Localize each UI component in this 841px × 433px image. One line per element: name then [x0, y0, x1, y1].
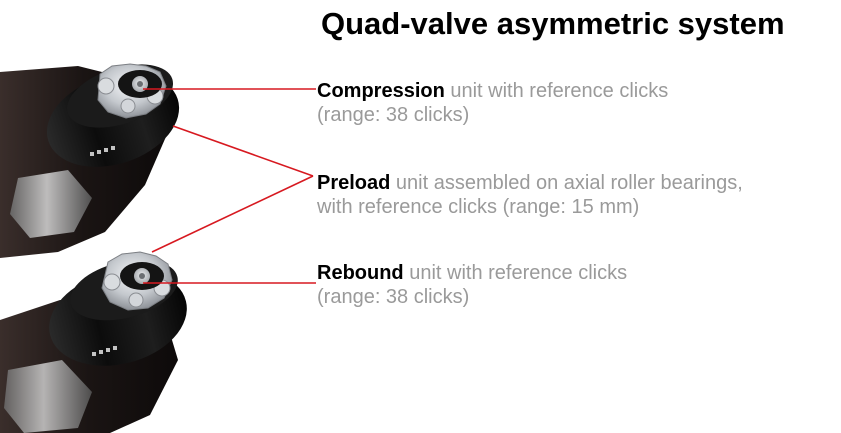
- leader-lines: [143, 88, 316, 284]
- preload-leader-line-upper: [172, 125, 314, 177]
- preload-callout-name: Preload: [317, 172, 391, 194]
- compression-callout-line2: (range: 38 clicks): [317, 104, 470, 126]
- preload-callout-line2: with reference clicks (range: 15 mm): [317, 196, 640, 218]
- upper-shock-unit: [0, 63, 180, 258]
- preload-callout-line1: unit assembled on axial roller bearings,: [390, 172, 743, 194]
- rebound-callout-line2: (range: 38 clicks): [317, 286, 470, 308]
- page-title: Quad-valve asymmetric system: [321, 6, 785, 41]
- preload-callout: Preload unit assembled on axial roller b…: [317, 171, 743, 219]
- preload-leader-line-lower: [151, 175, 314, 253]
- lower-shock-unit: [0, 251, 187, 433]
- rebound-callout-name: Rebound: [317, 262, 404, 284]
- compression-callout-name: Compression: [317, 80, 445, 102]
- compression-callout: Compression unit with reference clicks (…: [317, 79, 668, 127]
- rebound-callout-line1: unit with reference clicks: [403, 262, 628, 284]
- rebound-callout: Rebound unit with reference clicks (rang…: [317, 261, 627, 309]
- compression-callout-line1: unit with reference clicks: [444, 80, 669, 102]
